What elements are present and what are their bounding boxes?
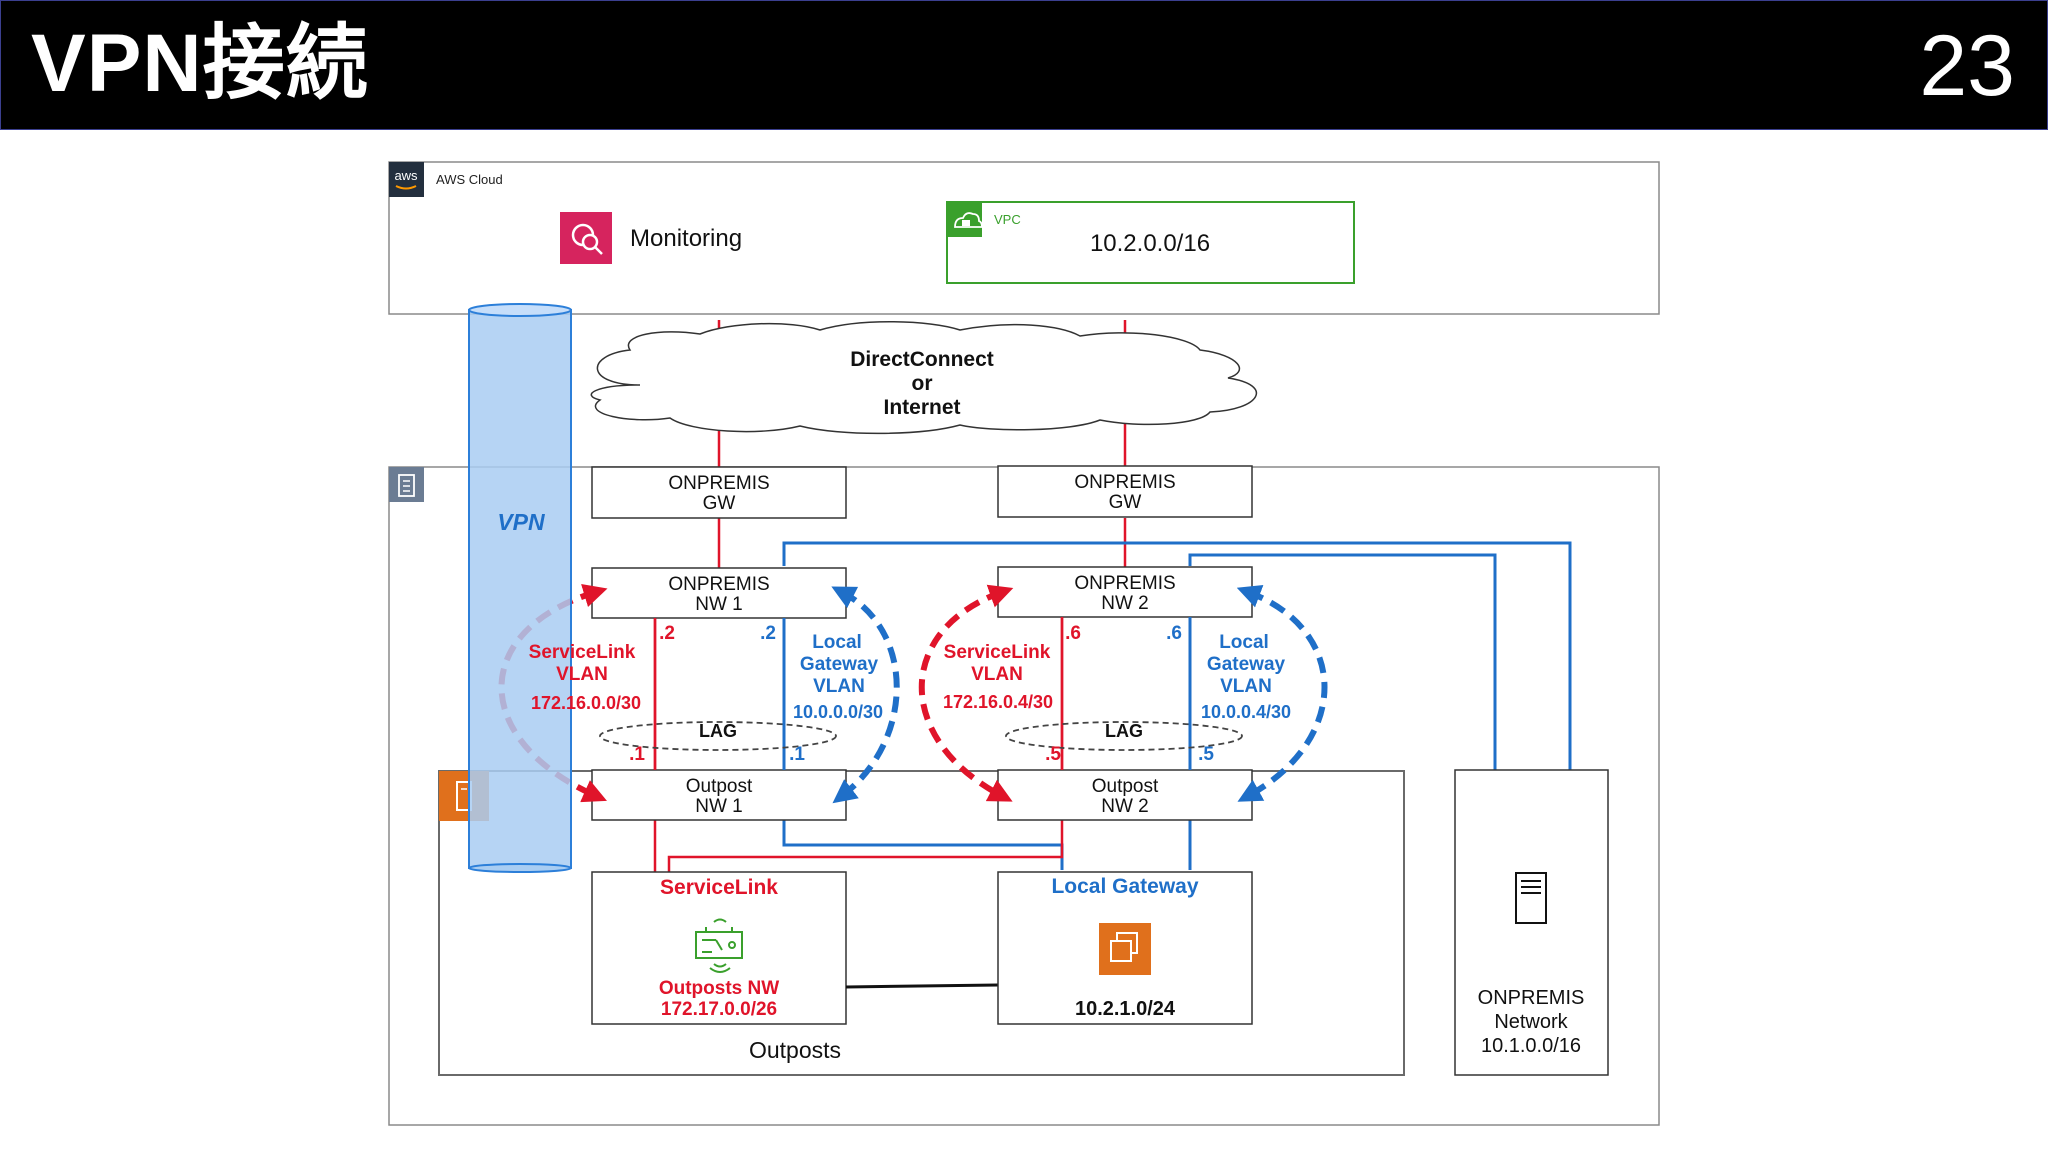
slide-title: VPN接続 [31, 18, 369, 109]
sl-vlan-1-line2: VLAN [556, 664, 608, 685]
cloud-line-3: Internet [883, 396, 960, 419]
aws-logo-icon: aws [389, 162, 424, 197]
outposts-container [438, 770, 1405, 1076]
outpost-nw-1-box [591, 769, 847, 821]
sl-vlan-2-cidr: 172.16.0.4/30 [943, 692, 1053, 712]
monitoring-icon [560, 212, 612, 264]
lag-label-1: LAG [699, 721, 737, 741]
ip-sl-1-bottom: .1 [629, 744, 645, 765]
sl-vlan-1-cidr: 172.16.0.0/30 [531, 693, 641, 713]
ip-sl-2-bottom: .5 [1045, 744, 1061, 765]
vpc-label: VPC [994, 212, 1021, 227]
onpremis-network-line3: 10.1.0.0/16 [1481, 1035, 1581, 1057]
ec2-instances-icon [1099, 923, 1151, 975]
outpost-nw-2-line1: Outpost [1092, 776, 1159, 797]
vpn-tunnel [468, 303, 572, 873]
servicelink-box-title: ServiceLink [660, 876, 778, 899]
nw-1-line2: NW 1 [695, 594, 743, 615]
sl-vlan-1-line1: ServiceLink [529, 642, 636, 663]
ip-lg-2-bottom: .5 [1198, 744, 1214, 765]
local-gateway-box-cidr: 10.2.1.0/24 [1075, 998, 1176, 1020]
ip-sl-1-top: .2 [659, 623, 675, 644]
outpost-nw-1-line2: NW 1 [695, 796, 743, 817]
outpost-nw-2-line2: NW 2 [1101, 796, 1149, 817]
nw-2-line2: NW 2 [1101, 593, 1149, 614]
aws-logo-text: aws [394, 168, 418, 183]
nw-1-line1: ONPREMIS [668, 574, 769, 595]
gw-2-line1: ONPREMIS [1074, 472, 1175, 493]
internal-link [845, 983, 999, 989]
lg-vlan-2-line3: VLAN [1220, 676, 1272, 697]
lg-vlan-1-line1: Local [812, 632, 862, 653]
slide-header: VPN接続 23 [0, 0, 2048, 130]
cloud-line-2: or [912, 372, 933, 395]
server-icon [1515, 872, 1547, 924]
servicelink-arrow-2 [918, 584, 1014, 802]
servicelink-box-line2: 172.17.0.0/26 [661, 999, 777, 1020]
gw-2-line2: GW [1109, 492, 1142, 513]
vpc-cidr: 10.2.0.0/16 [1090, 230, 1210, 257]
servicelink-box-line1: Outposts NW [659, 978, 779, 999]
vpc-box [946, 201, 1355, 284]
outpost-nw-2-box [997, 769, 1253, 821]
circuit-board-icon [695, 918, 743, 973]
lg-vlan-2-line2: Gateway [1207, 654, 1286, 675]
building-icon [389, 467, 424, 502]
internet-cloud [590, 321, 1258, 435]
cloud-line-1: DirectConnect [850, 348, 994, 371]
outposts-label: Outposts [749, 1037, 841, 1063]
page-number: 23 [1919, 18, 2015, 114]
sl-vlan-2-line1: ServiceLink [944, 642, 1051, 663]
lg-vlan-2-line1: Local [1219, 632, 1269, 653]
lg-vlan-1-cidr: 10.0.0.0/30 [793, 702, 883, 722]
lag-label-2: LAG [1105, 721, 1143, 741]
monitoring-label: Monitoring [630, 225, 742, 252]
gw-1-box [591, 466, 847, 519]
sl-vlan-2-line2: VLAN [971, 664, 1023, 685]
onpremis-network-line1: ONPREMIS [1478, 987, 1585, 1009]
lg-arrow-2 [1236, 584, 1328, 802]
local-gateway-box-title: Local Gateway [1051, 875, 1198, 898]
lg-vlan-2-cidr: 10.0.0.4/30 [1201, 702, 1291, 722]
servicelink-box [591, 871, 847, 1025]
lg-arrow-1 [831, 586, 900, 804]
vpc-icon [947, 202, 983, 237]
onpremis-network-line2: Network [1494, 1011, 1568, 1033]
nw-2-line1: ONPREMIS [1074, 573, 1175, 594]
gw-1-line2: GW [703, 493, 736, 514]
ip-sl-2-top: .6 [1065, 623, 1081, 644]
ip-lg-1-top: .2 [760, 623, 776, 644]
ip-lg-2-top: .6 [1166, 623, 1182, 644]
aws-cloud-label: AWS Cloud [436, 172, 503, 187]
gw-2-box [997, 465, 1253, 518]
vpn-label: VPN [497, 509, 545, 535]
lg-vlan-1-line3: VLAN [813, 676, 865, 697]
outpost-nw-1-line1: Outpost [686, 776, 753, 797]
lg-vlan-1-line2: Gateway [800, 654, 879, 675]
gw-1-line1: ONPREMIS [668, 473, 769, 494]
ip-lg-1-bottom: .1 [789, 744, 805, 765]
